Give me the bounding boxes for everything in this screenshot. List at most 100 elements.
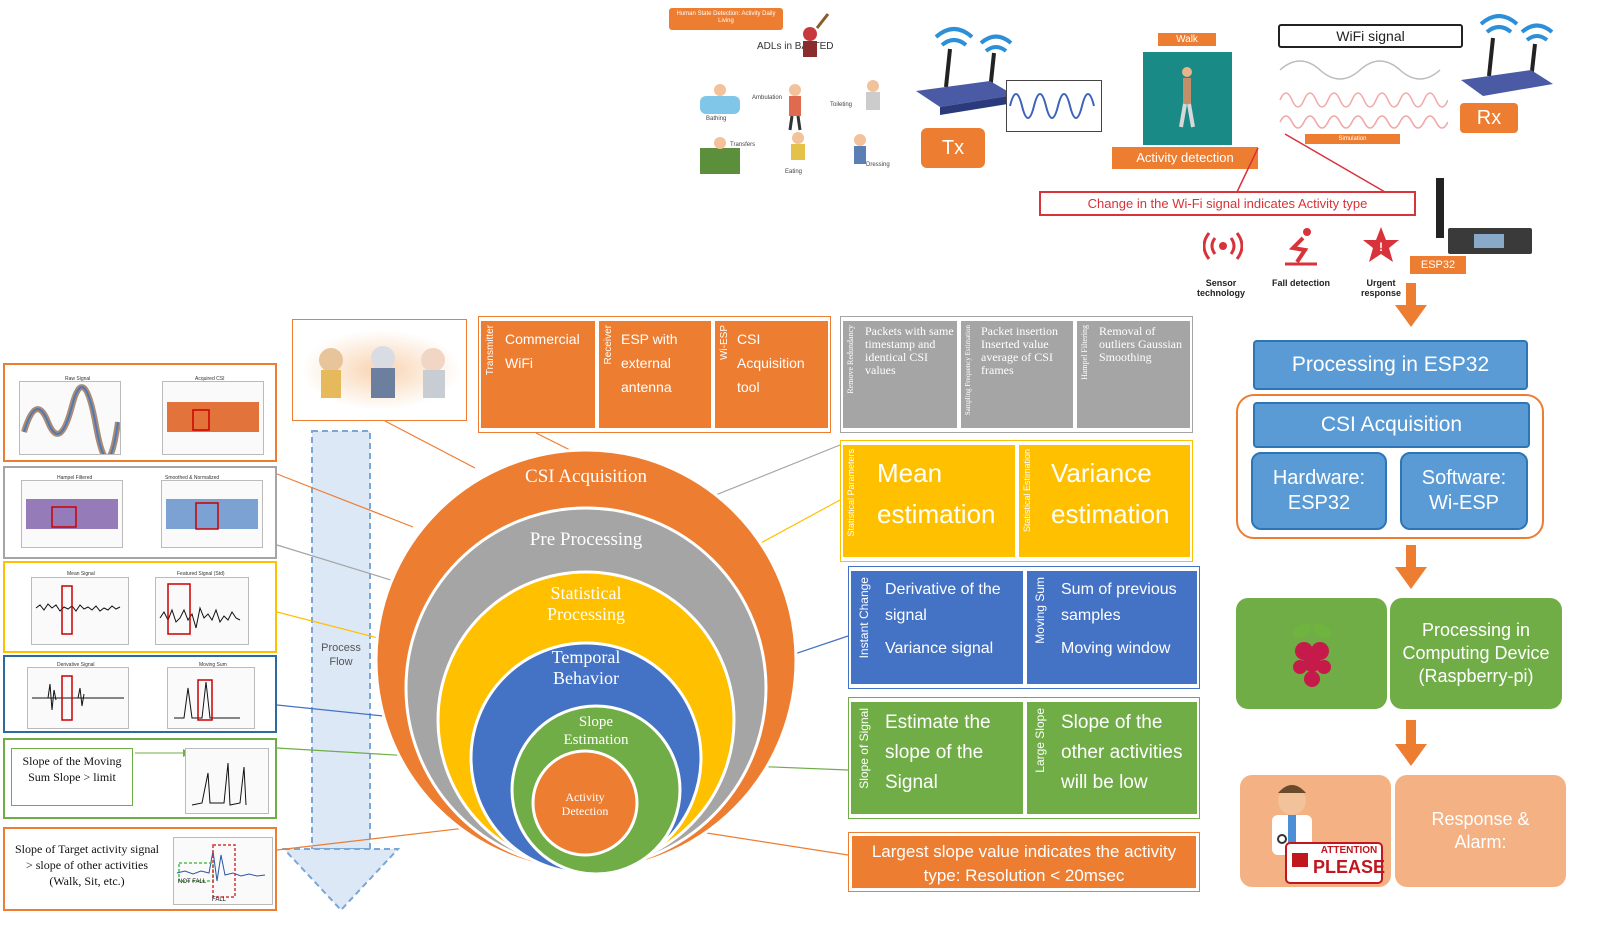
computing-box: Processing in Computing Device (Raspberr… [1390,598,1562,709]
circle-label-csi: CSI Acquisition [525,466,647,487]
circle-label-detect: Activity Detection [561,790,609,818]
acq-seg-3: Wi-ESP CSI Acquisition tool [715,321,828,428]
slope-seg-1: Slope of Signal Estimate the slope of th… [851,702,1023,814]
slope-arrow-icon [135,749,191,757]
circle-label-slope: Slope Estimation [563,714,629,748]
walk-scene [1143,52,1232,145]
slope-row: Slope of Signal Estimate the slope of th… [848,697,1200,819]
adl-title: ADLs in BATTED [757,41,834,52]
left-panel-raw: Raw Signal Acquired CSI [3,363,277,462]
left-panel-filtered: Hampel Filtered Smoothed & Normalized [3,466,277,559]
sine-wave-box [1006,80,1102,132]
doctor-alarm-icon [1271,785,1383,884]
csi-acquisition-box: CSI Acquisition [1253,402,1530,448]
hardware-box: Hardware: ESP32 [1251,452,1387,530]
pre-seg-2: Sampling Frequency Estimation Packet ins… [961,321,1073,428]
bathing-figure-icon [700,84,740,114]
left-panel-target: Slope of Target activity signal > slope … [3,827,277,911]
adl-item-bathing: Bathing [706,116,726,122]
adl-item-transfers: Transfers [730,142,755,148]
esp32-label: ESP32 [1410,256,1466,274]
acq-seg-1: Transmitter Commercial WiFi [481,321,595,428]
simulation-label: Simulation [1305,134,1400,144]
circle-label-stat: Statistical Processing [547,583,625,624]
arrow-stem-3 [1406,720,1416,744]
rx-label: Rx [1460,103,1518,133]
circle-label-temp: Temporal Behavior [551,647,621,688]
walking-person-icon [1179,67,1195,128]
process-flow-label: Process Flow [321,642,361,668]
arrow-down-3 [1395,744,1427,766]
adl-item-eating: Eating [785,169,802,175]
esp32-board-icon [1436,178,1532,254]
arrow-down-1 [1395,305,1427,327]
adl-badge: Human State Detection: Activity Daily Li… [669,8,783,30]
urgent-label: Urgent response [1360,278,1402,298]
please-text: PLEASE [1312,857,1386,877]
slope-plot [185,748,269,814]
detect-row: Largest slope value indicates the activi… [848,832,1200,892]
pre-seg-3: Hampel Filtering Removal of outliers Gau… [1077,321,1190,428]
not-fall-label: NOT FALL [178,879,207,885]
fall-icon [1285,228,1317,266]
slope-target-text: Slope of Target activity signal > slope … [14,842,160,888]
raspberry-box [1236,598,1387,709]
doctor-box: ATTENTION PLEASE [1240,775,1391,887]
left-panel-slope: Slope of the Moving Sum Slope > limit [3,738,277,819]
sensor-icon [1203,232,1243,260]
smoothed-plot [161,480,263,548]
sensor-label: Sensor technology [1196,278,1245,298]
dressing-figure-icon [854,134,866,164]
temp-row: Instant Change Derivative of the signal … [848,566,1200,689]
tx-label: Tx [921,128,985,168]
eating-figure-icon [791,132,805,160]
arrow-down-2 [1395,567,1427,589]
pre-seg-1: Remove Redundancy Packets with same time… [843,321,957,428]
people-illustration [292,319,467,421]
detect-text: Largest slope value indicates the activi… [852,836,1196,888]
adl-item-dressing: Dressing [866,162,890,168]
rx-router-icon [1461,14,1554,96]
wifi-signal-bubble: WiFi signal [1278,24,1463,48]
arrow-stem-1 [1406,283,1416,305]
mean-signal-plot [31,577,129,645]
toileting-figure-icon [866,80,880,110]
temp-seg-1: Instant Change Derivative of the signal … [851,571,1023,684]
ambulation-figure-icon [788,84,802,131]
raspberry-pi-icon [1292,623,1331,687]
derivative-plot [27,667,129,729]
stat-seg-1: Statistical Parameters Mean estimation [843,445,1015,557]
adl-item-toileting: Toileting [830,102,852,108]
fall-label-plot: FALL [212,897,227,903]
processing-esp32: Processing in ESP32 [1253,340,1528,390]
moving-sum-plot [167,667,255,729]
temp-seg-2: Moving Sum Sum of previous samples Movin… [1027,571,1197,684]
response-box: Response & Alarm: [1395,775,1566,887]
slope-seg-2: Large Slope Slope of the other activitie… [1027,702,1197,814]
featured-signal-plot [155,577,249,645]
wifi-waves [1279,60,1448,129]
left-panel-mean: Mean Signal Featured Signal (Std) [3,561,277,653]
fall-plot [173,837,273,905]
acquired-csi-plot [162,381,264,455]
svg-text:!: ! [1379,240,1383,254]
hampel-plot [21,480,123,548]
adl-illustrations: Bathing Ambulation Toileting Transfers E… [700,13,890,175]
adl-item-ambulation: Ambulation [752,95,782,101]
activity-detection-label: Activity detection [1112,147,1258,169]
slope-moving-sum-text: Slope of the Moving Sum Slope > limit [11,748,133,806]
raw-signal-plot [19,381,121,455]
tx-router-icon [916,27,1014,115]
attention-text: ATTENTION [1320,845,1378,856]
transfers-figure-icon [700,137,740,174]
stat-row: Statistical Parameters Mean estimation S… [840,440,1193,562]
urgent-icon: ! [1363,227,1399,262]
process-flow-arrow [281,430,401,912]
baseball-figure-icon [803,13,830,57]
software-box: Software: Wi-ESP [1400,452,1528,530]
walk-label: Walk [1158,33,1216,46]
pre-row: Remove Redundancy Packets with same time… [840,316,1193,433]
change-note: Change in the Wi-Fi signal indicates Act… [1039,191,1416,216]
callout-lines [1236,133,1386,193]
esp32-group [1236,394,1544,539]
